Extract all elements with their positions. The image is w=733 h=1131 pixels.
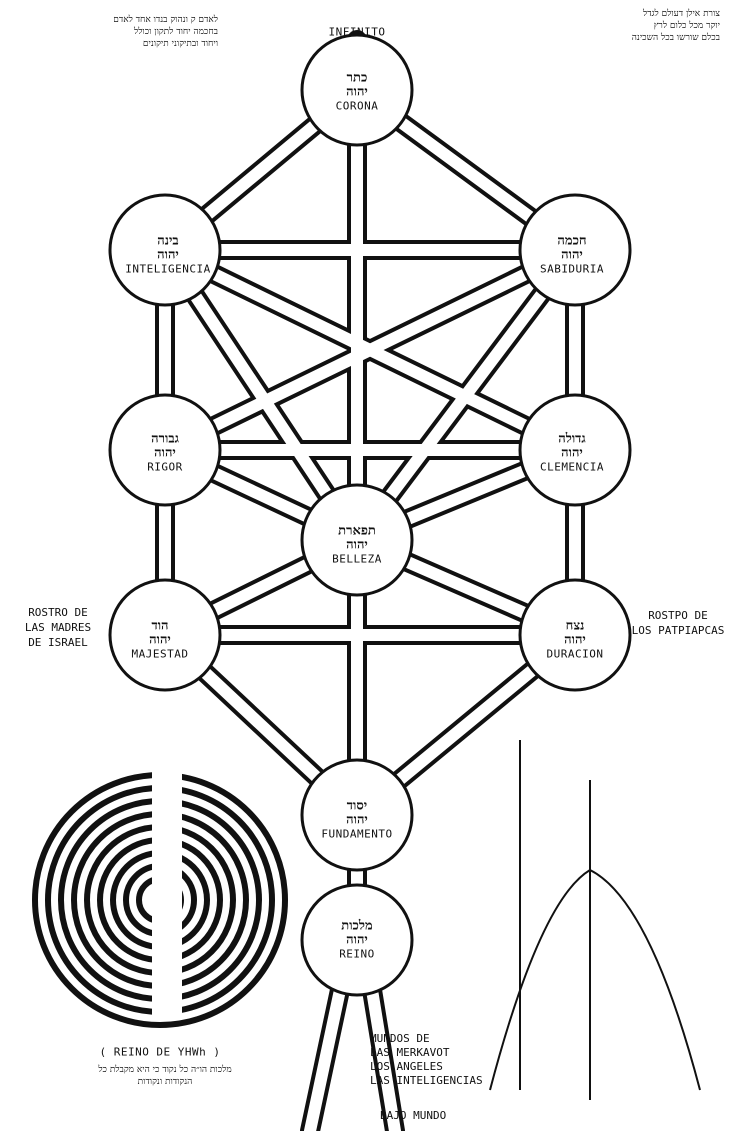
reino-caption: ( REINO DE YHWh ) [99,1046,220,1059]
sefira-name: CORONA [336,100,379,113]
worlds-label: MUNDOS DE LAS MERKAVOT LOS ANGELES LAS I… [370,1032,500,1088]
sefira-sub: יהוה [336,86,379,100]
sefira-binah: בינה יהוה INTELIGENCIA [125,235,210,276]
sefira-hebrew: תפארת [332,525,382,539]
spiral-gap [152,770,182,1020]
sefira-name: SABIDURIA [540,263,604,276]
sefira-name: MAJESTAD [132,648,189,661]
sefira-sub: יהוה [332,539,382,553]
sefira-hebrew: הוד [132,620,189,634]
sefira-hebrew: יסוד [321,800,392,814]
reino-hebrew-note: מלכות הו״ה כל נקוד כי היא מקבלת כל הנקוד… [50,1064,280,1088]
sefira-sub: יהוה [125,249,210,263]
sefira-sub: יהוה [321,814,392,828]
top-left-note: לאדם ק ונהוק בנדו אחד לאדם בחכמה יחוד לת… [18,14,218,50]
sefira-malkut: מלכות יהוה REINO [339,920,375,961]
sefira-yesod: יסוד יהוה FUNDAMENTO [321,800,392,841]
infinito-label: INFINITO [329,26,386,39]
sefira-sub: יהוה [540,249,604,263]
sefira-name: FUNDAMENTO [321,828,392,841]
sefira-name: CLEMENCIA [540,461,604,474]
sefira-chokmah: חכמה יהוה SABIDURIA [540,235,604,276]
sefira-hod: הוד יהוה MAJESTAD [132,620,189,661]
sefira-name: BELLEZA [332,553,382,566]
worlds-chart-lines [490,740,700,1100]
sefira-sub: יהוה [540,447,604,461]
left-face-label: ROSTRO DE LAS MADRES DE ISRAEL [8,605,108,650]
sefira-hebrew: חכמה [540,235,604,249]
sefira-hebrew: גדולה [540,433,604,447]
sefira-hebrew: גבורה [147,433,183,447]
sefira-tiferet: תפארת יהוה BELLEZA [332,525,382,566]
sefira-hebrew: כתר [336,72,379,86]
sefira-sub: יהוה [339,934,375,948]
sefira-sub: יהוה [147,447,183,461]
sefira-netzach: נצח יהוה DURACION [547,620,604,661]
sefira-hebrew: מלכות [339,920,375,934]
sefira-name: REINO [339,948,375,961]
sefira-sub: יהוה [547,634,604,648]
sefira-keter: כתר יהוה CORONA [336,72,379,113]
sefira-sub: יהוה [132,634,189,648]
sefira-name: RIGOR [147,461,183,474]
sefira-gedulah: גדולה יהוה CLEMENCIA [540,433,604,474]
lower-world-label: BAJO MUNDO [380,1108,500,1123]
sefira-hebrew: נצח [547,620,604,634]
sefira-name: INTELIGENCIA [125,263,210,276]
right-face-label: ROSTPO DE LOS PATPIAPCAS [628,608,728,638]
top-right-note: צורת אילן דעולם לגדל יוקר מכל כלום לרץ ב… [540,8,720,44]
sefira-hebrew: בינה [125,235,210,249]
sefira-name: DURACION [547,648,604,661]
sefira-gevurah: גבורה יהוה RIGOR [147,433,183,474]
